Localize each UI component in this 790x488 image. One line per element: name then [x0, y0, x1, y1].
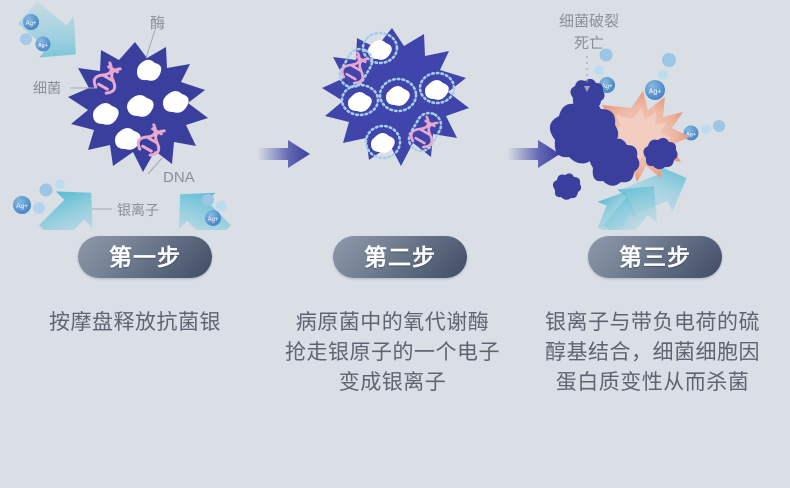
silver-ion-group-lower-left: Ag+: [13, 179, 65, 214]
step-1-illustration: Ag+ Ag+: [0, 0, 270, 230]
enzyme-blobs: [93, 59, 189, 150]
escaping-silver-ion-group-3: Ag+: [683, 120, 725, 141]
silver-ion-group-lower-right: Ag+: [202, 194, 227, 226]
caption-line: 变成银离子: [338, 371, 447, 394]
silver-ion-arrow-lower-right: [178, 192, 232, 230]
step-panel-2: 第二步 病原菌中的氧代谢酶 抢走银原子的一个电子 变成银离子: [270, 0, 515, 488]
annotation-leader-lines: [70, 29, 163, 210]
caption-line: 按摩盘释放抗菌银: [49, 311, 221, 334]
escaping-silver-ion-group-2: Ag+: [645, 53, 676, 100]
step-2-pill-label: 第二步: [364, 243, 436, 270]
step-2-pill[interactable]: 第二步: [333, 236, 467, 278]
svg-text:Ag+: Ag+: [38, 43, 48, 49]
svg-text:Ag+: Ag+: [649, 89, 662, 96]
caption-line: 醇基结合，细菌细胞因: [545, 341, 760, 364]
svg-text:Ag+: Ag+: [686, 132, 696, 138]
svg-text:Ag+: Ag+: [26, 21, 37, 27]
svg-text:Ag+: Ag+: [602, 84, 613, 90]
label-silver-ion: 银离子: [117, 202, 159, 218]
flow-arrow-2: [508, 138, 560, 170]
label-rupture-line2: 死亡: [574, 35, 604, 52]
svg-text:Ag+: Ag+: [208, 217, 219, 223]
step-1-pill-label: 第一步: [109, 243, 181, 270]
label-bacteria: 细菌: [33, 80, 61, 96]
caption-line: 病原菌中的氧代谢酶: [295, 311, 490, 334]
step-3-pill-label: 第三步: [619, 243, 691, 270]
step-1-pill[interactable]: 第一步: [78, 236, 212, 278]
caption-line: 抢走银原子的一个电子: [285, 341, 500, 364]
step-3-pill[interactable]: 第三步: [588, 236, 722, 278]
ruptured-bacterium-fragments: [549, 78, 678, 200]
step-panel-3: Ag+ Ag+ Ag+: [515, 0, 790, 488]
caption-line: 蛋白质变性从而杀菌: [555, 371, 750, 394]
step-3-illustration: Ag+ Ag+ Ag+: [515, 0, 790, 230]
dna-helices: [92, 61, 166, 157]
enzyme-blobs-with-ion-rings: [340, 31, 456, 160]
silver-ion-arrow-lower-left: [38, 191, 93, 230]
step-1-caption: 按摩盘释放抗菌银: [0, 308, 270, 338]
step-2-illustration: [270, 0, 515, 230]
flow-arrow-1: [258, 138, 310, 170]
step-2-caption: 病原菌中的氧代谢酶 抢走银原子的一个电子 变成银离子: [270, 308, 515, 398]
escaping-silver-ion-group-1: Ag+: [594, 48, 615, 93]
label-dna: DNA: [163, 169, 195, 186]
step-panel-1: Ag+ Ag+: [0, 0, 270, 488]
silver-ion-group-upper-left: Ag+ Ag+: [20, 14, 51, 52]
svg-text:Ag+: Ag+: [16, 203, 28, 210]
dna-helices-with-ion-rings: [338, 47, 443, 153]
caption-line: 银离子与带负电荷的硫: [545, 311, 760, 334]
step-3-caption: 银离子与带负电荷的硫 醇基结合，细菌细胞因 蛋白质变性从而杀菌: [515, 308, 790, 398]
rupture-leader-line: [584, 56, 590, 92]
label-enzyme: 酶: [150, 15, 165, 32]
label-rupture-line1: 细菌破裂: [559, 13, 619, 30]
escaping-ion-arrow-3: [622, 163, 687, 215]
